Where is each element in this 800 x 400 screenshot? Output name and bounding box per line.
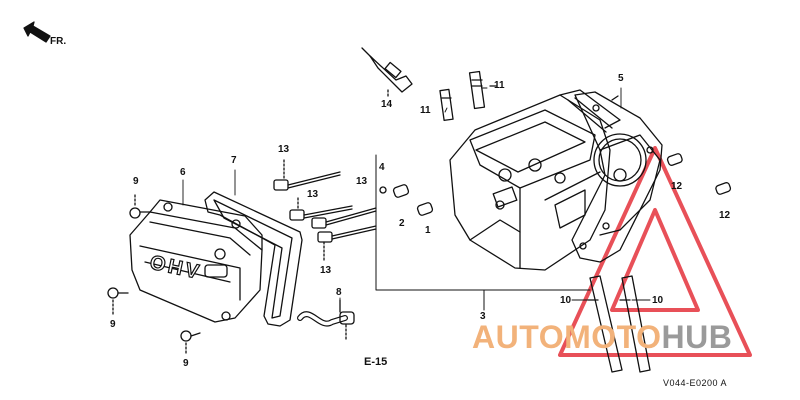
dowel-1: [416, 202, 434, 216]
long-bolts-13: [273, 159, 377, 261]
callout-5: 5: [618, 73, 624, 84]
callout-10-left: 10: [560, 295, 572, 306]
callout-11-right: 11: [494, 80, 505, 91]
bolt-9-left: [107, 287, 129, 316]
bracket-3: [375, 154, 591, 291]
breather-tube: [297, 299, 355, 341]
washer-4: [379, 186, 387, 194]
reference-label: E-15: [364, 356, 388, 368]
head-gasket: [571, 91, 663, 263]
bolt-9-bottom: [180, 330, 201, 356]
watermark-part1: AUTOMOTO: [472, 319, 662, 355]
callout-3: 3: [480, 311, 486, 322]
callout-1: 1: [425, 225, 431, 236]
callout-4: 4: [379, 162, 385, 173]
callout-9-left: 9: [110, 319, 116, 330]
head-cover: [129, 199, 263, 323]
callout-7: 7: [231, 155, 237, 166]
callout-10-right: 10: [652, 295, 664, 306]
watermark-text: AUTOMOTOHUB: [472, 321, 732, 353]
front-arrow-icon: [23, 21, 51, 43]
callout-13-bottom: 13: [320, 265, 332, 276]
studs-11: [439, 70, 497, 122]
callout-9-bottom: 9: [183, 358, 189, 369]
callout-14: 14: [381, 99, 393, 110]
watermark-triangle: [558, 146, 752, 357]
dowel-2: [392, 184, 410, 198]
callout-9-top: 9: [133, 176, 139, 187]
callout-13-right: 13: [356, 176, 368, 187]
callout-13-top: 13: [278, 144, 290, 155]
spark-plug: [361, 47, 413, 99]
callout-6: 6: [180, 167, 186, 178]
callout-11-left: 11: [420, 105, 431, 116]
callout-12-right: 12: [671, 181, 683, 192]
callout-12-far: 12: [719, 210, 731, 221]
dowel-12-b: [715, 182, 732, 195]
dowel-12-a: [666, 153, 683, 166]
head-cover-gasket: [204, 191, 303, 327]
front-direction-label: FR.: [50, 36, 67, 47]
callout-8: 8: [336, 287, 342, 298]
diagram-code: V044-E0200 A: [663, 378, 728, 388]
watermark-part2: HUB: [661, 319, 733, 355]
bolt-9-top: [129, 194, 151, 219]
studs-10: [587, 275, 651, 373]
cylinder-head: [449, 89, 661, 271]
callout-2: 2: [399, 218, 405, 229]
callout-13-mid: 13: [307, 189, 319, 200]
